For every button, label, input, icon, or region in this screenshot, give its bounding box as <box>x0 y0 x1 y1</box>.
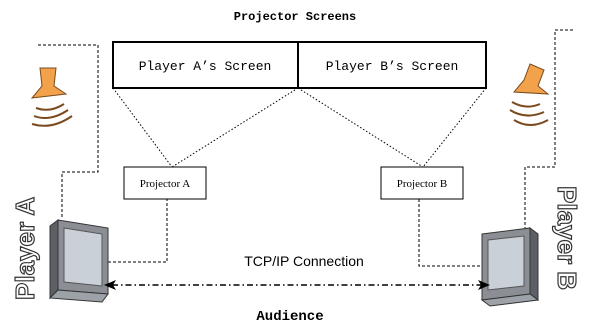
player-b-screen-label: Player B’s Screen <box>326 59 459 74</box>
audience-label: Audience <box>256 309 323 325</box>
projector-b-label: Projector B <box>397 178 447 190</box>
projector-b: Projector B <box>380 166 464 200</box>
laptop-icon <box>48 219 109 303</box>
speaker-icon <box>509 63 550 126</box>
connection-arrow <box>104 280 490 290</box>
projection-beams <box>112 87 487 168</box>
player-a-label: Player A <box>10 197 40 300</box>
cables <box>38 29 573 267</box>
player-b-label: Player B <box>552 186 582 290</box>
projector-a: Projector A <box>123 166 207 200</box>
speaker-icon <box>30 67 73 127</box>
laptop-icon <box>480 227 540 307</box>
diagram-title: Projector Screens <box>234 10 356 24</box>
player-a-screen-label: Player A’s Screen <box>139 59 272 74</box>
projector-screens: Player A’s Screen Player B’s Screen <box>112 41 487 89</box>
projector-a-label: Projector A <box>140 178 190 190</box>
connection-label: TCP/IP Connection <box>244 253 364 269</box>
screen-frame <box>112 41 487 89</box>
